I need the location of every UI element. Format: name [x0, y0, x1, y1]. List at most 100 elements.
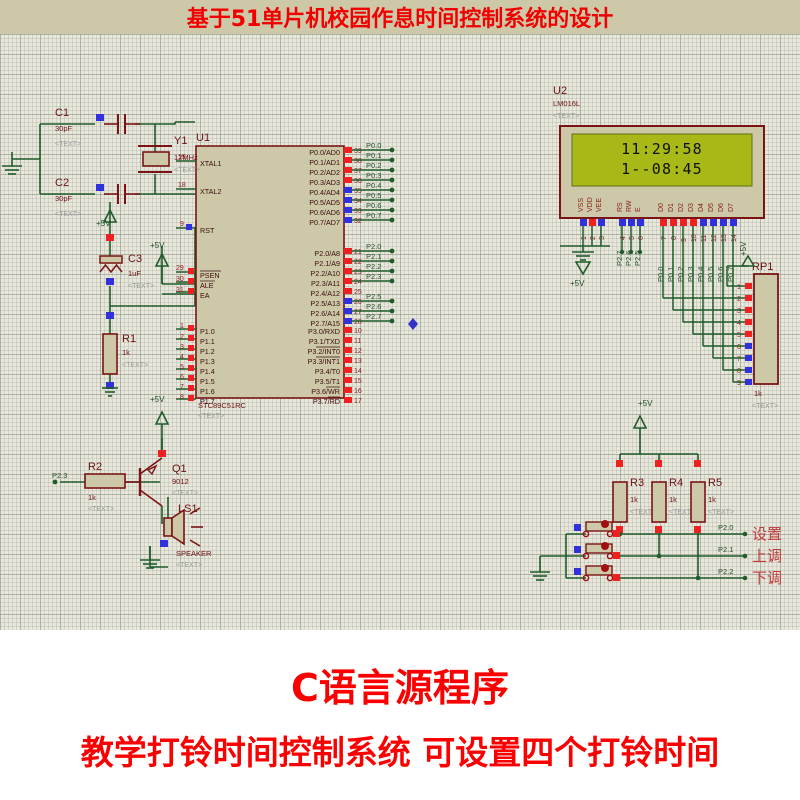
svg-text:16: 16	[354, 388, 362, 395]
svg-text:D7: D7	[728, 203, 735, 212]
svg-text:D1: D1	[668, 203, 675, 212]
r3-value: 1k	[630, 495, 638, 504]
y1-refdes: Y1	[174, 135, 187, 147]
svg-text:<TEXT>: <TEXT>	[55, 211, 81, 218]
lcd-module[interactable]: U2 LM016L <TEXT> 11:29:58 1--08:45	[553, 85, 765, 219]
power-symbol-reset	[102, 202, 118, 223]
ground-symbol-speaker	[140, 546, 160, 569]
net-p20: P2.0	[366, 242, 381, 251]
capacitor-c2[interactable]: C2 30pF <TEXT>	[55, 177, 140, 218]
svg-text:26: 26	[354, 299, 362, 306]
ground-symbol-lcd	[572, 246, 594, 276]
svg-text:14: 14	[354, 368, 362, 375]
power-label-lcd: +5V	[570, 279, 585, 288]
button-block[interactable]: +5V R3 1k <TEXT> R4 1k <TEXT>	[530, 399, 782, 587]
r5-refdes: R5	[708, 477, 722, 489]
svg-text:P2.6/A14: P2.6/A14	[310, 309, 340, 318]
svg-text:2: 2	[590, 236, 597, 240]
mcu-port3: P3.0/RXD P3.1/TXD P3.2/INT0 P3.3/INT1 P3…	[308, 327, 362, 406]
pin-p14: P1.4	[200, 367, 215, 376]
svg-text:34: 34	[354, 198, 362, 205]
push-button-down[interactable]	[574, 564, 620, 582]
schematic-canvas[interactable]: U1 STC89C51RC <TEXT> XTAL1 XTAL2 RST PSE…	[0, 34, 800, 630]
pin-psen: PSEN	[200, 271, 220, 280]
pin-rst: RST	[200, 226, 215, 235]
svg-text:6: 6	[737, 344, 741, 351]
svg-text:3: 3	[180, 344, 184, 351]
svg-text:P3.2/INT0: P3.2/INT0	[308, 347, 340, 356]
svg-text:P2.1/A9: P2.1/A9	[314, 259, 340, 268]
net-lcd-d4: P0.4	[696, 267, 705, 282]
c1-refdes: C1	[55, 107, 69, 119]
svg-text:7: 7	[180, 384, 184, 391]
svg-text:2: 2	[180, 334, 184, 341]
rp1-value: 1k	[754, 389, 762, 398]
schematic-sheet: U1 STC89C51RC <TEXT> XTAL1 XTAL2 RST PSE…	[2, 85, 782, 587]
svg-text:31: 31	[176, 287, 184, 294]
svg-text:4: 4	[180, 354, 184, 361]
svg-text:7: 7	[737, 356, 741, 363]
svg-text:7: 7	[661, 236, 668, 240]
svg-text:27: 27	[354, 309, 362, 316]
net-p23-buzzer: P2.3	[52, 471, 67, 480]
svg-text:28: 28	[354, 319, 362, 326]
c1-value: 30pF	[55, 124, 73, 133]
mcu-part: STC89C51RC	[198, 401, 247, 410]
svg-text:9: 9	[180, 221, 184, 228]
svg-text:9: 9	[737, 380, 741, 387]
svg-text:<TEXT>: <TEXT>	[176, 562, 202, 569]
lcd-pin-names: VSS VDD VEE RS RW E D0 D1 D2 D3 D4 D5 D6…	[578, 197, 735, 212]
mcu-left-pins: XTAL1 XTAL2 RST PSEN ALE EA P1.0 P1.1 P1…	[200, 159, 221, 406]
push-button-up[interactable]	[574, 542, 620, 560]
svg-text:5: 5	[737, 332, 741, 339]
svg-text:9: 9	[681, 238, 688, 242]
capacitor-c1[interactable]: C1 30pF <TEXT>	[55, 107, 140, 148]
mcu-text-tag: <TEXT>	[198, 413, 224, 420]
r1-value: 1k	[122, 348, 130, 357]
buzzer-driver[interactable]: +5V P2.3 R2 1k <TEXT> Q1 9012 <TEXT> LS1	[52, 395, 212, 569]
svg-text:D5: D5	[708, 203, 715, 212]
svg-text:P3.5/T1: P3.5/T1	[315, 377, 340, 386]
pin-ea: EA	[200, 291, 210, 300]
resistor-pack-rp1[interactable]: RP1 1k <TEXT> 1 2 3 4 5 6 7 8 9	[662, 241, 779, 410]
svg-text:D6: D6	[718, 203, 725, 212]
net-p02: P0.2	[366, 161, 381, 170]
capacitor-c3[interactable]: C3 1uF <TEXT>	[99, 234, 154, 290]
svg-text:P0.3/AD3: P0.3/AD3	[309, 178, 340, 187]
svg-text:12: 12	[354, 348, 362, 355]
junction-marker	[408, 318, 418, 330]
r2-refdes: R2	[88, 461, 102, 473]
svg-text:10: 10	[691, 234, 698, 242]
mcu-body[interactable]	[195, 145, 345, 399]
power-label-xtal: +5V	[96, 219, 111, 228]
svg-text:5: 5	[629, 236, 636, 240]
svg-text:<TEXT>: <TEXT>	[630, 509, 656, 516]
q1-value: 9012	[172, 477, 189, 486]
push-button-set[interactable]	[574, 520, 620, 538]
lcd-part: LM016L	[553, 99, 580, 108]
svg-text:RW: RW	[626, 200, 633, 212]
lcd-line-2: 1--08:45	[621, 160, 703, 178]
svg-text:D2: D2	[678, 203, 685, 212]
svg-text:17: 17	[354, 398, 362, 405]
ground-symbol-xtal	[2, 152, 22, 175]
svg-text:P2.2/A10: P2.2/A10	[310, 269, 340, 278]
svg-text:D4: D4	[698, 203, 705, 212]
svg-text:24: 24	[354, 279, 362, 286]
net-p04: P0.4	[366, 181, 381, 190]
svg-text:13: 13	[721, 234, 728, 242]
svg-text:VEE: VEE	[596, 198, 603, 212]
svg-text:P3.1/TXD: P3.1/TXD	[309, 337, 340, 346]
caption-line-2: 教学打铃时间控制系统 可设置四个打铃时间	[80, 732, 720, 772]
crystal-y1[interactable]: Y1 12MHz <TEXT>	[138, 135, 200, 174]
r1-refdes: R1	[122, 333, 136, 345]
lcd-line-1: 11:29:58	[621, 140, 703, 158]
svg-text:8: 8	[180, 394, 184, 401]
svg-text:11: 11	[701, 235, 708, 242]
svg-text:D3: D3	[688, 203, 695, 212]
svg-text:P3.6/WR: P3.6/WR	[311, 387, 340, 396]
resistor-r1[interactable]: R1 1k <TEXT>	[102, 312, 148, 389]
svg-text:E: E	[635, 207, 642, 212]
svg-text:P3.0/RXD: P3.0/RXD	[308, 327, 340, 336]
power-label-rp1: +5V	[739, 241, 748, 256]
